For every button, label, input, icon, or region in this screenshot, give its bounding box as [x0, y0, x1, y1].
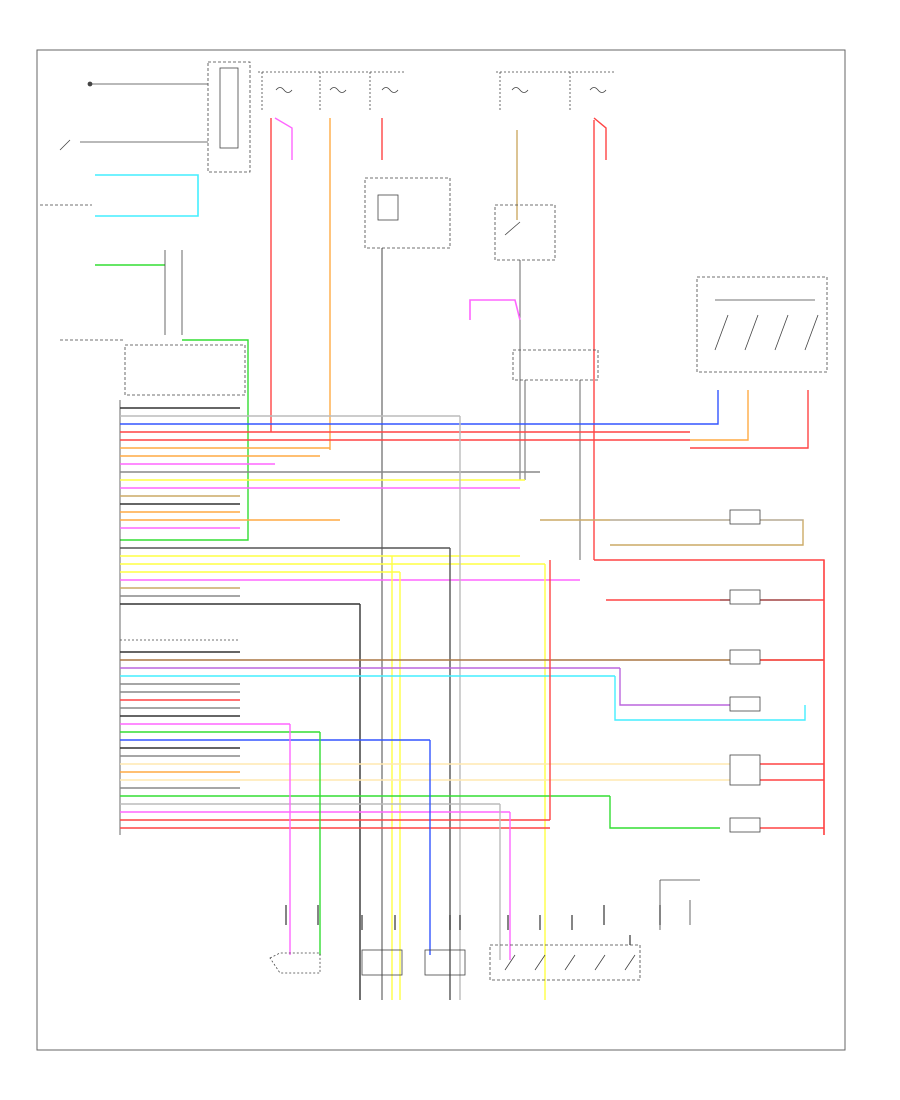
bottom-components: [269, 879, 700, 981]
pcm-wires-lower: [120, 651, 824, 829]
right-long-wires: [459, 390, 825, 1000]
connector-ticks: [285, 905, 661, 945]
top-left-switches: [59, 61, 251, 173]
solenoid-boxes: [729, 509, 761, 833]
mid-right-box: [512, 349, 599, 560]
range-switch-box: [696, 276, 828, 373]
pcm-block: [119, 400, 240, 835]
body-control-area: [40, 204, 246, 396]
feed-wires: [270, 117, 607, 560]
diagram-frame: [36, 49, 846, 1051]
right-relay-box: [494, 204, 556, 480]
cyan-loop: [95, 174, 199, 217]
lower-right-wires: [549, 560, 825, 835]
center-relay-box: [364, 177, 451, 1000]
pcm-wires-upper: [120, 407, 710, 605]
brake-wire: [469, 299, 521, 321]
top-fuse-block: [258, 71, 615, 110]
sensor-verticals: [289, 724, 511, 960]
pcm-verticals: [359, 548, 546, 1000]
